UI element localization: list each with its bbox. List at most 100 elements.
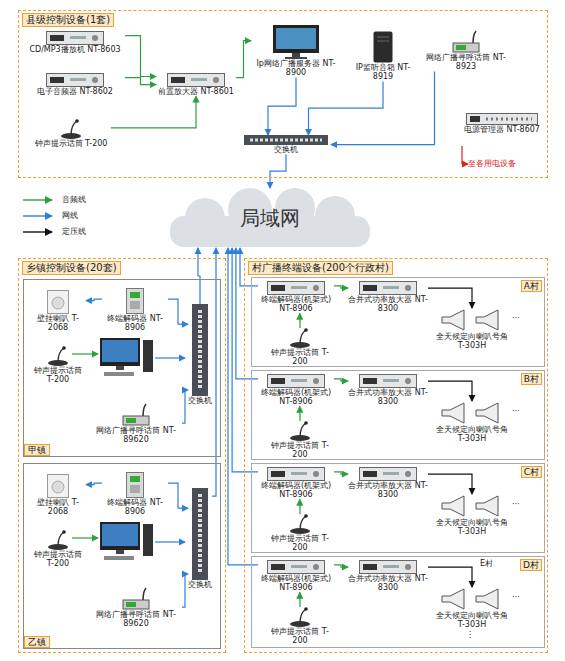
device-label: 钟声提示话筒 T-200 [30,550,86,568]
note-label: ··· [512,500,520,509]
device-label: 终端解码器(机架式) NT-8906 [258,295,334,313]
vswitch-icon [192,304,208,396]
rack-icon [359,374,417,388]
speaker-icon [47,474,69,498]
device-label: 前置放大器 NT-8601 [158,87,234,96]
connector [299,313,300,328]
device-box: 终端解码器(机架式) NT-8906 [258,560,334,592]
device-label: 网络广播寻呼话筒 NT-89620 [90,610,182,628]
vswitch-icon [192,488,208,580]
connector [125,36,156,77]
village-label: A村 [521,280,542,292]
mic-icon [59,119,83,139]
computer-set [72,522,185,560]
device-box: 全天候定向喇叭号角 T-303H [434,587,510,629]
rack-icon [267,374,325,388]
connector [236,41,251,78]
speaker-icon [47,474,69,498]
note-label: ··· [512,407,520,416]
device-box: 合并式功率放大器 NT-8300 [348,374,428,406]
connector [299,406,300,421]
device-box: 全天候定向喇叭号角 T-303H [434,401,510,443]
region-title: 村广播终端设备(200个行政村) [248,261,393,275]
panel-icon [126,288,144,314]
device-box: 合并式功率放大器 NT-8300 [348,281,428,313]
connector [334,565,348,567]
rack-icon [359,281,417,295]
device-box: 终端解码器 NT-8906 [102,472,168,516]
rack-icon [267,281,325,295]
horn-icon [440,494,504,518]
connector [428,381,472,401]
device-label: Ip网络广播服务器 NT-8900 [251,59,341,77]
device-box: 全天候定向喇叭号角 T-303H [434,494,510,536]
power-icon [466,113,538,125]
device-box: 终端解码器(机架式) NT-8906 [258,467,334,499]
connector [168,483,188,508]
device-label: 终端解码器 NT-8906 [102,498,168,516]
device-label: 电源管理器 NT-8607 [464,125,540,134]
horn-icon [440,494,504,518]
device-label: 钟声提示话筒 T-200 [270,348,330,366]
rack-icon [267,374,325,388]
mic-icon [288,514,312,534]
village-label: D村 [520,559,542,571]
device-box: 终端解码器 NT-8906 [102,288,168,332]
connector [182,390,188,423]
device-label: 钟声提示话筒 T-200 [270,627,330,645]
mic-icon [288,421,312,441]
rack-icon [267,281,325,295]
connector [111,96,196,128]
device-box: 壁挂喇叭 T-2068 [30,474,86,516]
device-label: 钟声提示话筒 T-200 [270,534,330,552]
device-label: 终端解码器 NT-8906 [102,314,168,332]
region-title: 县级控制设备(1套) [22,13,114,27]
rack-icon [267,467,325,481]
device-label: 合并式功率放大器 NT-8300 [348,295,428,313]
device-box: 电子音频器 NT-8602 [25,73,125,96]
mic-icon [46,346,70,366]
rack-icon [46,31,104,45]
speaker-icon [47,290,69,314]
tower-icon [373,31,393,63]
device-label: 全天候定向喇叭号角 T-303H [434,611,510,629]
note-label: E村 [480,558,493,569]
pager-icon [451,29,481,53]
legend-line [23,199,52,200]
device-label: 钟声提示话筒 T-200 [30,366,86,384]
legend-text: 音频线 [62,194,86,205]
mic-icon [46,530,70,550]
connector [125,78,156,85]
mic-icon [288,328,312,348]
connector [428,567,472,587]
mic-icon [288,607,312,627]
device-label: 壁挂喇叭 T-2068 [30,314,86,332]
legend-line [23,231,52,232]
connector [228,248,258,565]
legend-row: 定压线 [22,226,86,237]
device-label: 钟声提示话筒 T-200 [270,441,330,459]
rack-icon [359,281,417,295]
legend-text: 网线 [62,210,78,221]
panel-icon [126,472,144,498]
connector-layer [86,36,472,608]
connector [428,474,472,494]
note-label: 至各用电设备 [468,158,516,169]
rack-icon [359,467,417,481]
horn-icon [440,401,504,425]
device-label: 电子音频器 NT-8602 [37,87,113,96]
connector [182,574,188,607]
device-box: 全天候定向喇叭号角 T-303H [434,308,510,350]
device-label: 交换机 [188,580,212,589]
device-box: 交换机 [188,488,212,589]
connector [428,288,472,308]
device-box: 前置放大器 NT-8601 [156,73,236,96]
rack-icon [167,73,225,87]
legend-row: 音频线 [22,194,86,205]
pager-icon [121,586,151,610]
mic-icon [288,421,312,441]
legend-sample [22,195,58,205]
device-box: Ip网络广播服务器 NT-8900 [251,25,341,77]
device-box: 交换机 [241,135,331,154]
power-line [462,146,468,164]
